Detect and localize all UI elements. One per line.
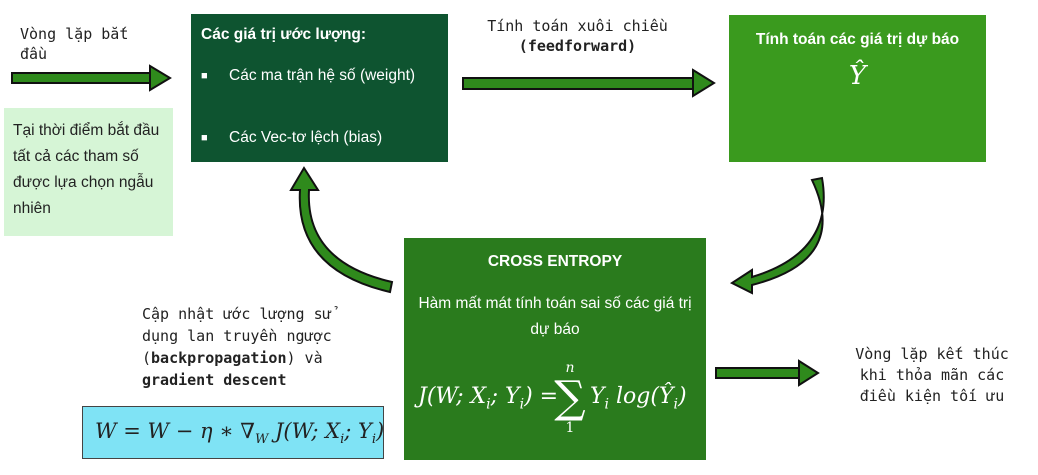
bullet-icon: ■ (201, 132, 208, 144)
loop-start-label: Vòng lặp bắt đầu (20, 25, 129, 63)
update-note: Cập nhật ước lượng sử dụng lan truyền ng… (142, 303, 382, 391)
feedforward-label: Tính toán xuôi chiều (feedforward) (465, 16, 690, 56)
update-note-line2: dụng lan truyền ngược (142, 327, 332, 345)
update-note-line1: Cập nhật ước lượng sử (142, 305, 332, 323)
end-arrow (715, 359, 820, 387)
curved-arrow-to-estimates (289, 166, 394, 294)
sum-lower: 1 (565, 420, 575, 436)
loss-formula-lhs: J(W; Xi; Yi) = (418, 384, 559, 413)
sum-symbol: n ∑ 1 (552, 360, 588, 436)
loss-formula-rhs: Yi log(Ŷi) (590, 384, 687, 413)
feedforward-line2: (feedforward) (518, 37, 637, 55)
backpropagation-term: backpropagation (151, 349, 287, 367)
predict-title: Tính toán các giá trị dự báo (755, 31, 960, 48)
estimates-item-weight: ■ Các ma trận hệ số (weight) (201, 64, 441, 88)
init-note-text: Tại thời điểm bắt đầu tất cả các tham số… (13, 122, 160, 217)
cross-entropy-box: CROSS ENTROPY Hàm mất mát tính toán sai … (404, 238, 706, 460)
cross-entropy-title: CROSS ENTROPY (487, 253, 623, 270)
sum-upper: n (565, 360, 575, 376)
update-note-line4: gradient descent (142, 371, 287, 389)
loss-formula-lhs-text: J(W; X (418, 384, 487, 409)
update-note-line3: (backpropagation) và (142, 349, 323, 367)
log-text: log (616, 384, 651, 409)
sigma-icon: ∑ (554, 372, 586, 423)
predict-box: Tính toán các giá trị dự báo Ŷ (729, 15, 986, 162)
feedforward-arrow (462, 68, 716, 98)
estimates-item-bias-label: Các Vec-tơ lệch (bias) (229, 129, 383, 146)
estimates-title: Các giá trị ước lượng: (201, 26, 367, 43)
predict-symbol: Ŷ (848, 61, 867, 91)
update-formula-box: W = W − η ∗ ∇W J(W; Xi; Yi) (82, 406, 384, 459)
estimates-item-bias: ■ Các Vec-tơ lệch (bias) (201, 126, 441, 150)
estimates-item-weight-label: Các ma trận hệ số (weight) (229, 67, 416, 84)
update-formula: W = W − η ∗ ∇W J(W; Xi; Yi) (95, 419, 385, 448)
bullet-icon: ■ (201, 70, 208, 82)
init-note-box: Tại thời điểm bắt đầu tất cả các tham số… (4, 108, 173, 236)
cross-entropy-desc: Hàm mất mát tính toán sai số các giá trị… (418, 295, 692, 338)
start-arrow (11, 64, 172, 92)
estimates-box: Các giá trị ước lượng: ■ Các ma trận hệ … (191, 14, 448, 162)
loss-formula-rhs-text: Y (590, 384, 605, 409)
update-note-line3-rest: và (295, 349, 323, 367)
curved-arrow-to-loss (729, 176, 825, 295)
update-formula-text: W = W − η ∗ ∇ (95, 419, 255, 443)
loop-end-label: Vòng lặp kết thúc khi thỏa mãn các điều … (855, 345, 1009, 405)
feedforward-line1: Tính toán xuôi chiều (487, 17, 668, 35)
